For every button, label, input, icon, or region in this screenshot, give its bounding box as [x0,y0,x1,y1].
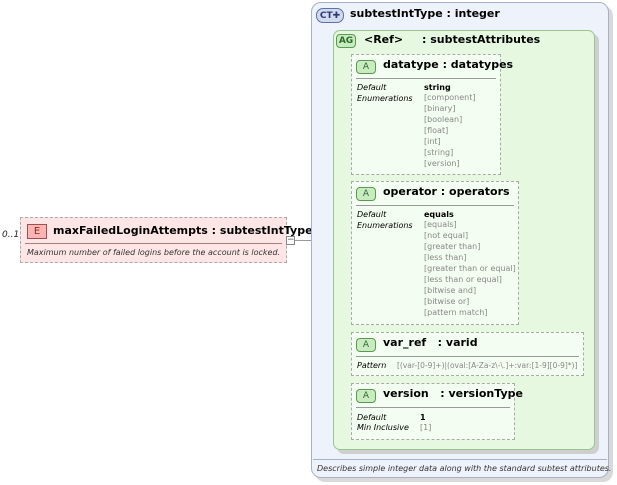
default-label: Default [357,413,387,422]
attribute-divider [356,78,496,79]
enum-value: [less than or equal] [424,275,502,284]
attribute-title: version : versionType [383,387,523,400]
min-inclusive-value: [1] [420,423,432,432]
attribute-badge-icon: A [356,60,376,74]
default-label: Default [357,210,387,219]
enum-value: [equals] [424,220,457,229]
enum-value: [component] [424,93,476,102]
pattern-label: Pattern [357,361,387,370]
attribute-var-ref[interactable]: A var_ref : varid Pattern [(var-[0-9]+)|… [351,332,584,376]
element-box[interactable]: E maxFailedLoginAttempts : subtestIntTyp… [20,217,313,263]
attribute-datatype[interactable]: A datatype : datatypes Default string En… [351,54,513,175]
element-documentation: Maximum number of failed logins before t… [27,248,281,257]
enum-value: [less than] [424,253,467,262]
attribute-divider [356,205,514,206]
min-inclusive-label: Min Inclusive [357,423,409,432]
default-label: Default [357,83,387,92]
enum-value: [binary] [424,104,456,113]
enum-value: [version] [424,159,460,168]
pattern-value: [(var-[0-9]+)|(oval:[A-Za-z\-\.]+:var:[1… [397,361,578,370]
attribute-version[interactable]: A version : versionType Default 1 Min In… [351,383,523,440]
attribute-operator[interactable]: A operator : operators Default equals En… [351,181,519,325]
attribute-group-badge-icon: AG [336,34,356,48]
complex-type-divider [313,459,607,460]
attribute-title: operator : operators [383,185,510,198]
enum-value: [int] [424,137,441,146]
complex-type-badge-text: CT [319,11,333,21]
enum-value: [pattern match] [424,308,488,317]
enum-value: [boolean] [424,115,463,124]
enumerations-label: Enumerations [357,221,413,230]
enum-value: [not equal] [424,231,469,240]
enum-value: [bitwise or] [424,297,470,306]
enum-value: [float] [424,126,449,135]
complex-type-title: subtestIntType : integer [350,7,500,20]
attribute-badge-icon: A [356,338,376,352]
attribute-divider [356,407,510,408]
enum-value: [bitwise and] [424,286,477,295]
attribute-badge-icon: A [356,389,376,403]
complex-type-badge-icon: CT✚ [316,8,344,23]
element-type: : subtestIntType [211,224,313,237]
complex-type-documentation: Describes simple integer data along with… [317,464,612,473]
element-divider [25,243,282,244]
element-name: maxFailedLoginAttempts [53,224,208,237]
attribute-group-ref: <Ref> [364,33,404,46]
attribute-title: var_ref : varid [383,336,478,349]
enum-value: [greater than or equal] [424,264,516,273]
attribute-divider [356,356,579,357]
default-value: 1 [420,413,426,422]
enumerations-label: Enumerations [357,94,413,103]
collapse-toggle-icon[interactable]: − [286,235,295,245]
attribute-title: datatype : datatypes [383,58,514,71]
occurrence-label: 0..1 [2,230,20,240]
expand-plus-icon: ✚ [332,11,341,21]
attribute-group-name: : subtestAttributes [422,33,541,46]
default-value: string [424,83,451,92]
element-title: maxFailedLoginAttempts : subtestIntType [53,224,313,237]
attribute-badge-icon: A [356,187,376,201]
element-badge-icon: E [27,224,47,239]
enum-value: [greater than] [424,242,481,251]
default-value: equals [424,210,454,219]
enum-value: [string] [424,148,454,157]
